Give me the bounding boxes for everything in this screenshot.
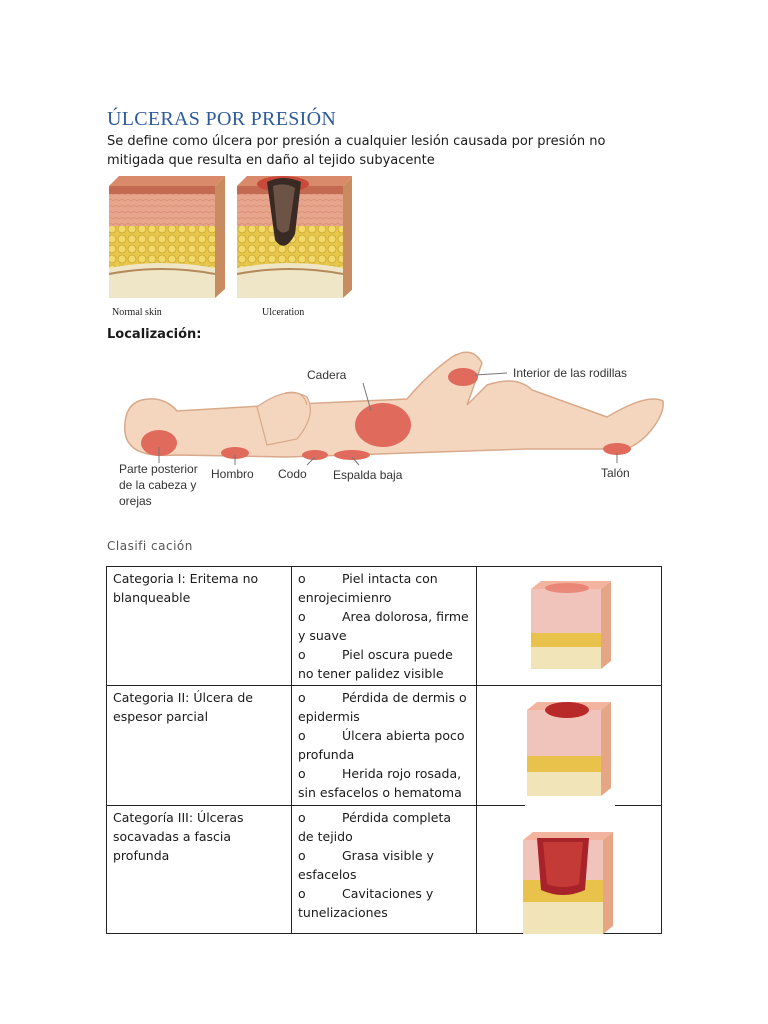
- image-cell: [476, 805, 662, 934]
- label-hombro: Hombro: [211, 467, 254, 481]
- category-cell: Categoria I: Eritema no blanqueable: [106, 566, 292, 686]
- label-cabeza-1: Parte posterior: [119, 462, 198, 476]
- image-cell: [476, 685, 662, 806]
- ulceration-caption: Ulceration: [262, 307, 305, 318]
- label-cadera: Cadera: [307, 368, 347, 382]
- label-rodillas: Interior de las rodillas: [513, 366, 628, 380]
- intro-paragraph: Se define como úlcera por presión a cual…: [107, 134, 606, 168]
- label-cabeza-2: de la cabeza y: [119, 478, 197, 492]
- table-row: Categoria II: Úlcera de espesor parcial …: [106, 685, 662, 806]
- normal-skin-caption: Normal skin: [112, 307, 162, 318]
- clasificacion-heading: Clasifi cación: [107, 539, 193, 553]
- stage-2-skin-image: [525, 702, 615, 806]
- skin-cubes-image: [108, 176, 353, 298]
- lying-body-image: [123, 351, 664, 466]
- category-cell: Categoria II: Úlcera de espesor parcial: [106, 685, 292, 806]
- image-cell: [476, 566, 662, 686]
- body-locations-figure: Cadera Interior de las rodillas Parte po…: [107, 345, 667, 515]
- label-cabeza-3: orejas: [119, 494, 152, 508]
- label-codo: Codo: [278, 467, 307, 481]
- stage-3-skin-image: [523, 832, 613, 934]
- localizacion-heading: Localización:: [107, 327, 202, 342]
- table-row: Categoría III: Úlceras socavadas a fasci…: [106, 805, 662, 934]
- stage-1-skin-image: [531, 581, 611, 669]
- category-cell: Categoría III: Úlceras socavadas a fasci…: [106, 805, 292, 934]
- label-espalda-baja: Espalda baja: [333, 468, 403, 482]
- skin-illustration: Normal skin Ulceration: [107, 174, 353, 322]
- page-title: ÚLCERAS POR PRESIÓN: [107, 108, 337, 130]
- label-talon: Talón: [601, 466, 630, 480]
